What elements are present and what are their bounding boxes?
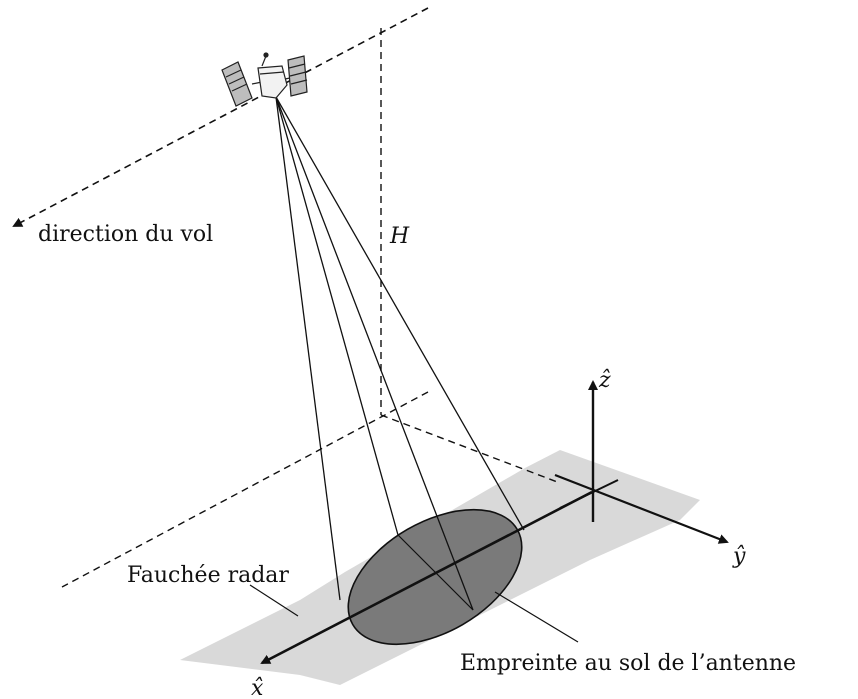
y-axis-label: ŷ (732, 544, 746, 569)
footprint-label: Empreinte au sol de l’antenne (460, 651, 796, 676)
x-axis-label: x̂ (251, 676, 264, 699)
swath-leader-line (249, 584, 299, 617)
z-axis-label: ẑ (598, 368, 611, 393)
satellite-icon (221, 52, 308, 107)
flight-path-line (12, 7, 429, 227)
height-label: H (389, 224, 410, 249)
footprint-leader-line (494, 591, 579, 643)
x-axis (260, 490, 593, 665)
origin-cross-line (559, 479, 619, 509)
radar-beam (275, 96, 525, 611)
flight-direction-label: direction du vol (38, 222, 213, 247)
ground-track-line (61, 391, 429, 588)
swath-label: Fauchée radar (127, 563, 289, 588)
nadir-to-swath-line (380, 414, 561, 484)
y-axis (554, 473, 729, 544)
